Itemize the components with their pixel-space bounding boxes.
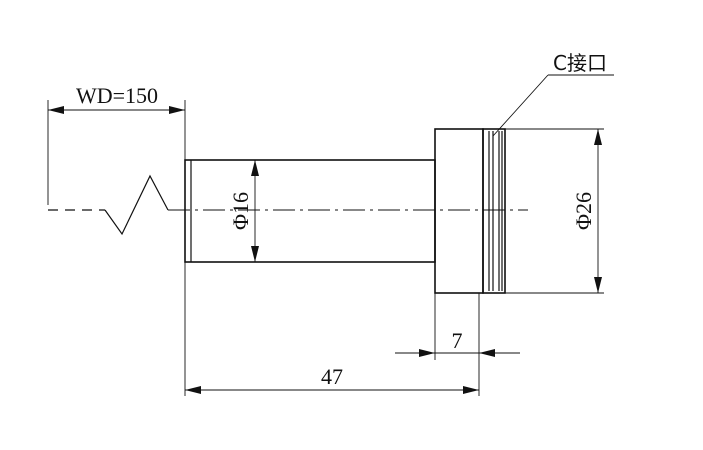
c-mount-label: C接口: [553, 51, 607, 75]
c-mount-thread: [482, 128, 506, 294]
w7-label: 7: [452, 328, 463, 353]
wd-label: WD=150: [76, 83, 158, 108]
total-length-group: 47: [184, 262, 479, 396]
d26-arrow-bottom: [594, 277, 602, 293]
working-distance-group: WD=150: [47, 83, 186, 236]
d26-label: Φ26: [571, 192, 596, 230]
mount-width-group: 7: [395, 293, 520, 396]
w7-arrow-right: [479, 349, 495, 357]
break-zigzag: [104, 174, 169, 236]
w7-arrow-left: [419, 349, 435, 357]
body-diameter-group: Φ26: [505, 128, 604, 294]
lens-shaft: [184, 159, 436, 263]
c-mount-leader-line: [492, 74, 549, 137]
d16-arrow-bottom: [251, 246, 259, 262]
l47-label: 47: [321, 364, 343, 389]
shaft-diameter-group: Φ16: [228, 160, 259, 262]
wd-arrow-left: [48, 106, 64, 114]
c-mount-leader-group: C接口: [492, 51, 614, 137]
lens-rear-body: [434, 128, 484, 294]
d26-arrow-top: [594, 129, 602, 145]
l47-arrow-left: [185, 386, 201, 394]
wd-arrow-right: [169, 106, 185, 114]
lens-body: [168, 128, 528, 294]
l47-arrow-right: [463, 386, 479, 394]
d16-arrow-top: [251, 160, 259, 176]
d16-label: Φ16: [228, 192, 253, 230]
